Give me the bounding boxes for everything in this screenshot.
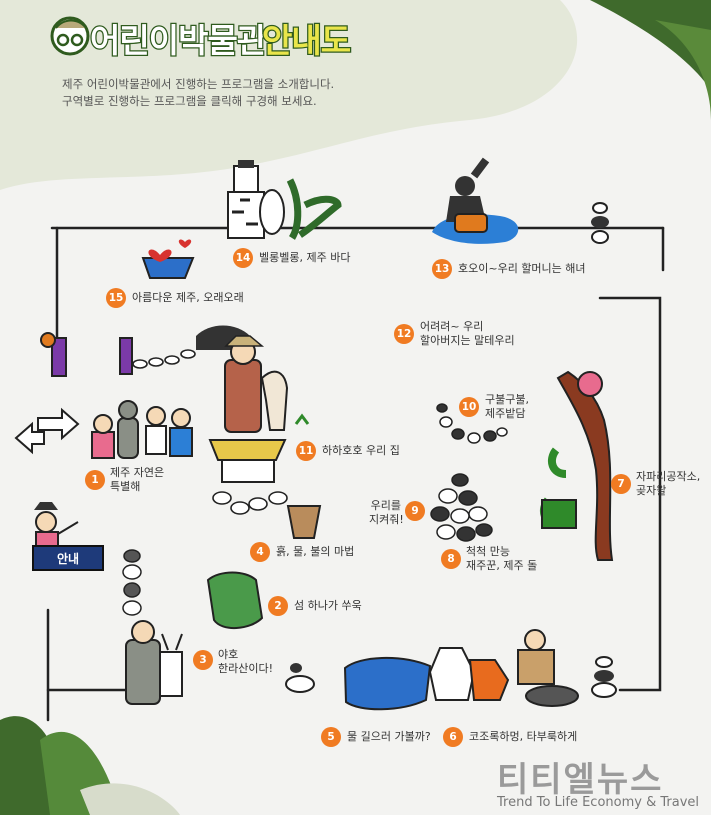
- intro-line-1: 제주 어린이박물관에서 진행하는 프로그램을 소개합니다.: [62, 77, 335, 91]
- program-8-line1: 척척 만능: [466, 545, 510, 558]
- program-7-line1: 자파리공작소,: [636, 470, 701, 483]
- watermark-tagline: Trend To Life Economy & Travel: [497, 795, 700, 810]
- program-2-label: 섬 하나가 쑤욱: [294, 599, 362, 612]
- program-7-line2: 곶자왈: [636, 484, 667, 497]
- program-4-number: 4: [250, 542, 270, 562]
- program-9-label: 우리를 지켜줘!: [369, 499, 404, 527]
- program-12-line2: 할아버지는 말테우리: [420, 334, 515, 347]
- watermark-logo: 티티엘뉴스: [497, 760, 664, 800]
- program-3-line2: 한라산이다!: [218, 662, 274, 675]
- program-7-number: 7: [611, 474, 631, 494]
- program-14-number: 14: [233, 248, 253, 268]
- program-11-number: 11: [296, 441, 316, 461]
- museum-logo-icon: [50, 16, 90, 56]
- program-9-line1: 우리를: [370, 499, 401, 512]
- program-8-number: 8: [441, 549, 461, 569]
- lighthouse-icon: [227, 160, 265, 239]
- program-10-number: 10: [459, 397, 479, 417]
- program-7-label: 자파리공작소, 곶자왈: [636, 470, 700, 498]
- program-9-number: 9: [405, 501, 425, 521]
- intro-line-2: 구역별로 진행하는 프로그램을 클릭해 구경해 보세요.: [62, 94, 317, 108]
- program-2-number: 2: [268, 596, 288, 616]
- program-13-label: 호오이~우리 할머니는 해녀: [458, 262, 586, 275]
- guide-sign: 안내: [32, 545, 104, 571]
- program-12-label: 어려려~ 우리 할아버지는 말테우리: [420, 320, 515, 348]
- program-5-number: 5: [321, 727, 341, 747]
- program-1-label: 제주 자연은 특별해: [110, 466, 164, 494]
- program-13-number: 13: [432, 259, 452, 279]
- program-9-line2: 지켜줘!: [369, 513, 404, 526]
- page-title: 어린이박물관: [89, 20, 269, 62]
- program-4-label: 흙, 물, 불의 마법: [276, 545, 355, 558]
- program-1-number: 1: [85, 470, 105, 490]
- program-10-label: 구불구불, 제주밭담: [485, 393, 529, 421]
- program-10-line2: 제주밭담: [485, 407, 526, 420]
- program-15-number: 15: [106, 288, 126, 308]
- program-8-label: 척척 만능 재주꾼, 제주 돌: [466, 545, 537, 573]
- program-15-label: 아름다운 제주, 오래오래: [132, 291, 244, 304]
- program-6-number: 6: [443, 727, 463, 747]
- program-10-line1: 구불구불,: [485, 393, 529, 406]
- program-8-line2: 재주꾼, 제주 돌: [466, 559, 538, 572]
- program-5-label: 물 길으러 가볼까?: [347, 730, 431, 743]
- program-3-line1: 야호: [218, 648, 239, 661]
- page-title-accent: 안내도: [261, 20, 353, 62]
- intro-text: 제주 어린이박물관에서 진행하는 프로그램을 소개합니다. 구역별로 진행하는 …: [62, 76, 334, 110]
- program-14-label: 벨롱벨롱, 제주 바다: [259, 251, 351, 264]
- program-11-label: 하하호호 우리 집: [322, 444, 400, 457]
- program-3-number: 3: [193, 650, 213, 670]
- program-3-label: 야호 한라산이다!: [218, 648, 273, 676]
- program-1-line1: 제주 자연은: [110, 466, 165, 479]
- program-12-line1: 어려려~ 우리: [420, 320, 484, 333]
- program-1-line2: 특별해: [110, 480, 141, 493]
- program-6-label: 코조록하멍, 타부룩하게: [469, 730, 578, 743]
- program-12-number: 12: [394, 324, 414, 344]
